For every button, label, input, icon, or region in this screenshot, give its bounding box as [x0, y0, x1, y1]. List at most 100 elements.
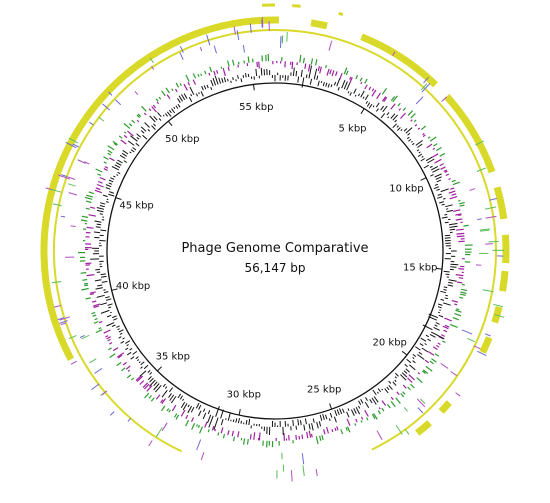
gc-content-bar — [198, 404, 202, 410]
gc-content-bar — [400, 374, 407, 381]
gc-content-bar — [106, 314, 112, 318]
gc-skew-bar — [199, 426, 203, 434]
gc-content-bar — [441, 216, 448, 219]
gc-skew-bar — [256, 61, 258, 67]
gc-skew-bar — [104, 166, 109, 169]
gc-content-bar — [136, 137, 140, 140]
gc-content-bar — [123, 160, 128, 163]
gc-content-bar — [316, 75, 319, 81]
gc-skew-bar — [407, 377, 413, 383]
gc-content-bar — [255, 68, 258, 77]
gc-skew-bar — [449, 196, 458, 200]
gc-content-bar — [195, 402, 200, 409]
gc-skew-bar — [304, 63, 307, 69]
feature-tick — [149, 57, 154, 64]
gc-content-bar — [364, 94, 369, 101]
gc-content-bar — [443, 270, 450, 273]
gc-skew-bar — [383, 97, 388, 103]
gc-content-bar — [308, 65, 312, 79]
gc-skew-bar — [346, 418, 351, 426]
gc-skew-bar — [371, 413, 376, 420]
gc-skew-bar — [123, 134, 128, 139]
gc-content-bar — [381, 388, 384, 391]
gc-content-bar — [235, 418, 238, 423]
gc-content-bar — [295, 425, 297, 430]
gc-content-bar — [329, 412, 333, 418]
gc-skew-bar — [434, 353, 440, 357]
gc-skew-bar — [249, 434, 252, 440]
feature-tick — [70, 225, 76, 227]
gc-skew-bar — [131, 377, 135, 381]
gc-skew-bar — [321, 434, 324, 441]
gc-content-bar — [177, 393, 182, 399]
gc-skew-bar — [355, 74, 359, 80]
feature-tick — [286, 31, 288, 42]
feature-tick — [68, 192, 78, 196]
gc-content-bar — [422, 324, 433, 331]
gc-skew-bar — [246, 62, 249, 67]
gc-content-bar — [433, 326, 440, 331]
gc-skew-bar — [237, 64, 239, 68]
gc-content-bar — [437, 306, 442, 309]
gc-content-bar — [155, 384, 162, 393]
gc-content-bar — [341, 408, 345, 414]
feature-tick — [213, 45, 217, 54]
gc-skew-bar — [146, 385, 153, 392]
kbp-label: 5 kbp — [338, 123, 366, 134]
gc-skew-bar — [107, 149, 113, 154]
gc-skew-bar — [452, 181, 460, 186]
gc-content-bar — [425, 334, 429, 338]
gc-skew-bar — [231, 430, 234, 437]
gc-skew-bar — [422, 370, 426, 374]
gc-content-bar — [438, 314, 444, 318]
kbp-tick-mark — [111, 288, 118, 291]
gc-content-bar — [100, 275, 107, 278]
gc-content-bar — [443, 197, 446, 200]
gc-content-bar — [221, 78, 224, 83]
gc-skew-bar — [459, 296, 464, 299]
gc-skew-bar — [432, 147, 436, 151]
gc-content-bar — [103, 289, 106, 291]
blast-hit-mark — [292, 4, 301, 8]
gc-content-bar — [179, 395, 184, 400]
gc-skew-bar — [125, 365, 131, 370]
gc-content-bar — [144, 122, 150, 128]
feature-tick — [161, 422, 168, 432]
gc-skew-bar — [137, 113, 142, 117]
gc-content-bar — [304, 418, 307, 425]
gc-content-bar — [126, 351, 132, 356]
feature-tick — [179, 45, 184, 53]
gc-skew-bar — [112, 140, 118, 146]
gc-content-bar — [435, 176, 442, 180]
gc-content-bar — [347, 408, 350, 411]
feature-tick — [89, 358, 97, 364]
gc-content-bar — [438, 311, 440, 314]
gc-content-bar — [354, 94, 357, 97]
gc-content-bar — [153, 381, 158, 387]
gc-skew-bar — [426, 143, 433, 149]
feature-tick — [482, 289, 494, 293]
gc-skew-bar — [166, 408, 170, 412]
gc-content-bar — [108, 306, 112, 309]
gc-content-bar — [417, 354, 425, 360]
gc-skew-bar — [457, 281, 463, 284]
gc-content-bar — [297, 76, 300, 83]
gc-skew-bar — [310, 433, 313, 438]
feature-tick — [395, 424, 403, 435]
gc-skew-bar — [127, 130, 134, 137]
kbp-tick-mark — [401, 350, 408, 356]
gc-content-bar — [322, 81, 325, 87]
gc-skew-bar — [141, 105, 147, 112]
gc-content-bar — [444, 221, 449, 224]
gc-content-bar — [325, 82, 328, 87]
kbp-label: 20 kbp — [373, 337, 407, 348]
feature-tick — [59, 320, 68, 324]
gc-content-bar — [127, 140, 135, 146]
gc-content-bar — [292, 419, 294, 427]
gc-content-bar — [387, 116, 390, 119]
gc-content-bar — [240, 78, 243, 83]
feature-tick — [473, 345, 481, 350]
gc-skew-bar — [431, 153, 439, 158]
gc-skew-bar — [371, 88, 375, 92]
gc-content-bar — [312, 418, 315, 423]
